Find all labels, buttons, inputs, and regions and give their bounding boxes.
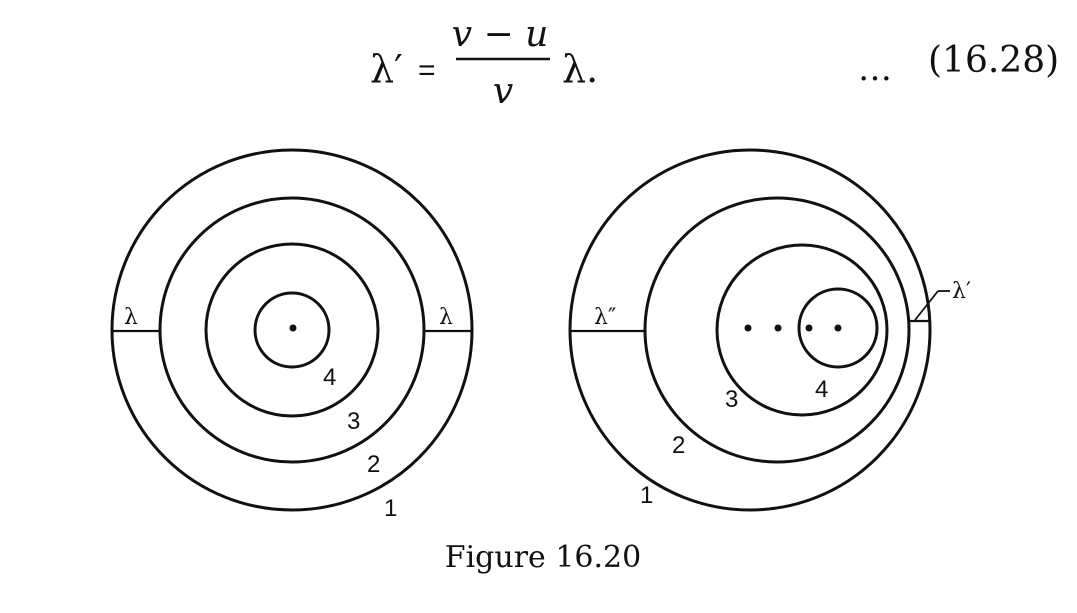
equation-lhs: λ′ (370, 47, 403, 91)
wavefront-3 (204, 242, 380, 418)
ring-label-2: 2 (367, 451, 380, 478)
wavelength-label-right: λ′ (952, 279, 971, 304)
wavelength-label-right: λ (439, 305, 453, 330)
equation-16-28: λ′ = v − u v λ. … (16.28) (370, 14, 1059, 112)
wavefront-4 (253, 291, 331, 369)
source-dot (289, 324, 297, 332)
right-diagram-labels: λ″ λ′ 4 3 2 1 (594, 279, 971, 509)
equation-numerator: v − u (452, 14, 549, 55)
source-dot-4 (834, 324, 842, 332)
equation-rhs: λ. (562, 47, 598, 91)
source-dot-1 (744, 324, 752, 332)
equation-denominator: v (493, 71, 513, 112)
left-diagram-labels: λ λ 4 3 2 1 (124, 305, 453, 522)
wavefront-4 (797, 287, 879, 369)
ring-label-3: 3 (347, 408, 360, 435)
ring-label-3: 3 (725, 386, 738, 413)
source-dot-3 (805, 324, 813, 332)
ring-label-1: 1 (384, 495, 397, 522)
wavelength-label-left: λ″ (594, 305, 616, 330)
right-diagram (568, 148, 950, 512)
wavelength-label-left: λ (124, 305, 138, 330)
ring-label-2: 2 (672, 432, 685, 459)
ring-label-4: 4 (815, 376, 828, 403)
ring-label-4: 4 (323, 364, 336, 391)
figure-caption: Figure 16.20 (445, 540, 641, 575)
equation-equals: = (418, 54, 436, 87)
equation-number: (16.28) (928, 40, 1059, 81)
wavelength-leader-line (914, 290, 939, 321)
source-dot-2 (774, 324, 782, 332)
left-diagram (110, 148, 474, 512)
ring-label-1: 1 (640, 482, 653, 509)
wavefront-3 (715, 243, 889, 417)
equation-dots: … (858, 49, 892, 89)
